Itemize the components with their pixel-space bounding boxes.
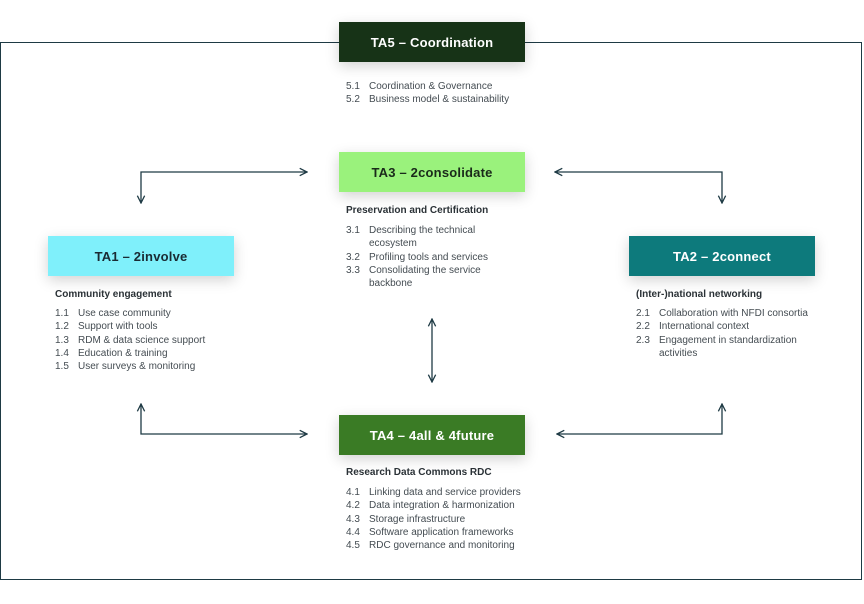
- item-number: 1.5: [55, 361, 69, 373]
- item-text: Software application frameworks: [369, 526, 514, 538]
- ta3-header: TA3 – 2consolidate: [339, 152, 525, 192]
- item-text: RDC governance and monitoring: [369, 540, 515, 552]
- ta3-subtitle: Preservation and Certification: [346, 205, 489, 216]
- item-text: Engagement in standardization activities: [659, 334, 797, 359]
- item-number: 5.2: [346, 94, 360, 106]
- item-number: 3.3: [346, 264, 360, 276]
- item-text: Education & training: [78, 347, 168, 359]
- item-text: Data integration & harmonization: [369, 500, 515, 512]
- ta1-items: 1.1 Use case community 1.2 Support with too…: [55, 307, 245, 373]
- list-item: 1.5 User surveys & monitoring: [55, 360, 245, 373]
- item-number: 2.1: [636, 308, 650, 319]
- list-item: 2.3 Engagement in standardization activit…: [636, 334, 826, 361]
- ta4-title: TA4 – 4all & 4future: [369, 427, 495, 443]
- item-number: 4.4: [346, 526, 360, 538]
- ta3-title: TA3 – 2consolidate: [371, 164, 493, 180]
- arrow-ta4-ta2: [557, 404, 722, 434]
- item-text: Linking data and service providers: [369, 487, 521, 498]
- item-number: 3.2: [346, 251, 360, 263]
- list-item: 4.3 Storage infrastructure: [346, 513, 546, 526]
- list-item: 4.4 Software application frameworks: [346, 526, 546, 539]
- ta1-subtitle: Community engagement: [55, 289, 172, 300]
- list-item: 5.2 Business model & sustainability: [346, 93, 536, 106]
- item-number: 1.1: [55, 308, 69, 319]
- arrow-ta1-ta4: [141, 404, 307, 434]
- item-text: RDM & data science support: [78, 334, 206, 346]
- list-item: 3.2 Profiling tools and services: [346, 251, 491, 264]
- arrow-ta3-ta2: [555, 172, 722, 203]
- item-text: Business model & sustainability: [369, 94, 510, 106]
- item-number: 1.4: [55, 347, 69, 359]
- ta2-subtitle: (Inter-)national networking: [636, 289, 763, 300]
- ta5-header: TA5 – Coordination: [339, 22, 525, 62]
- item-number: 5.1: [346, 81, 360, 92]
- arrow-ta1-ta3: [141, 172, 307, 203]
- item-text: Collaboration with NFDI consortia: [659, 308, 808, 319]
- list-item: 1.3 RDM & data science support: [55, 334, 245, 347]
- ta2-header: TA2 – 2connect: [629, 236, 815, 276]
- ta5-title: TA5 – Coordination: [370, 34, 494, 50]
- list-item: 3.3 Consolidating the service backbone: [346, 264, 491, 291]
- item-text: International context: [659, 321, 750, 333]
- ta4-subtitle: Research Data Commons RDC: [346, 467, 492, 478]
- item-text: Describing the technical ecosystem: [369, 225, 476, 250]
- ta2-title: TA2 – 2connect: [673, 248, 771, 264]
- list-item: 3.1 Describing the technical ecosystem: [346, 224, 491, 251]
- item-number: 1.2: [55, 321, 69, 333]
- list-item: 4.5 RDC governance and monitoring: [346, 539, 546, 552]
- item-text: Support with tools: [78, 321, 158, 333]
- item-text: Consolidating the service backbone: [369, 264, 481, 290]
- item-text: Profiling tools and services: [369, 251, 488, 263]
- item-number: 4.1: [346, 487, 360, 498]
- list-item: 5.1 Coordination & Governance: [346, 80, 536, 93]
- list-item: 1.4 Education & training: [55, 347, 245, 360]
- item-number: 3.1: [346, 225, 360, 236]
- item-text: Use case community: [78, 308, 171, 319]
- list-item: 1.1 Use case community: [55, 307, 245, 320]
- item-number: 4.2: [346, 500, 360, 512]
- item-number: 1.3: [55, 334, 69, 346]
- ta1-title: TA1 – 2involve: [94, 248, 188, 264]
- ta2-items: 2.1 Collaboration with NFDI consortia 2.2 I…: [636, 307, 826, 360]
- list-item: 1.2 Support with tools: [55, 320, 245, 333]
- item-number: 2.2: [636, 321, 650, 333]
- item-text: Coordination & Governance: [369, 81, 493, 92]
- item-text: User surveys & monitoring: [78, 361, 196, 373]
- item-number: 4.5: [346, 540, 360, 552]
- item-number: 2.3: [636, 334, 650, 346]
- item-text: Storage infrastructure: [369, 513, 466, 525]
- list-item: 2.1 Collaboration with NFDI consortia: [636, 307, 826, 320]
- list-item: 4.2 Data integration & harmonization: [346, 499, 546, 512]
- list-item: 4.1 Linking data and service providers: [346, 486, 546, 499]
- ta5-items: 5.1 Coordination & Governance 5.2 Business …: [346, 80, 536, 107]
- ta4-header: TA4 – 4all & 4future: [339, 415, 525, 455]
- ta1-header: TA1 – 2involve: [48, 236, 234, 276]
- item-number: 4.3: [346, 513, 360, 525]
- list-item: 2.2 International context: [636, 320, 826, 333]
